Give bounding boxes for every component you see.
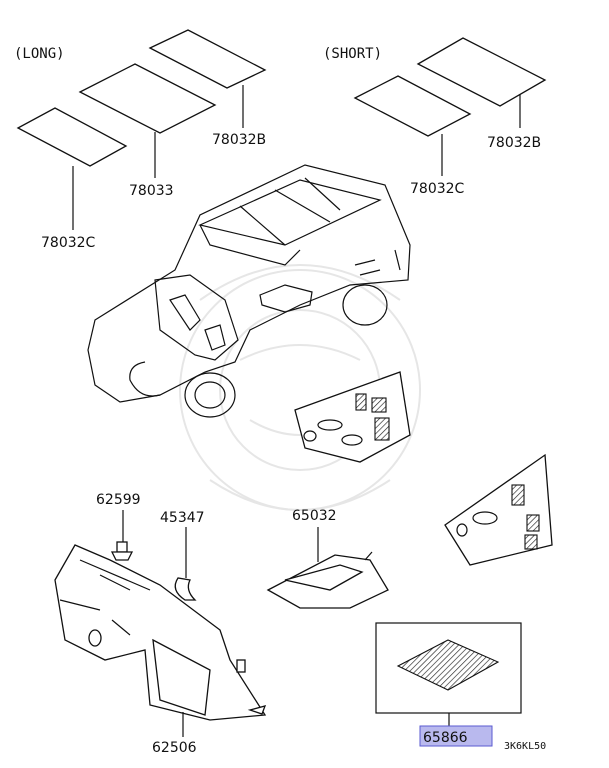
- part-label-65866[interactable]: 65866: [423, 730, 468, 746]
- part-label-78032b-long[interactable]: 78032B: [212, 132, 266, 148]
- side-insulator-lower[interactable]: [444, 453, 553, 566]
- group-label-short: (SHORT): [323, 46, 382, 62]
- part-label-78033-long[interactable]: 78033: [129, 183, 174, 199]
- pad-65866-box[interactable]: [375, 622, 522, 714]
- part-label-62506[interactable]: 62506: [152, 740, 197, 756]
- side-insulator-upper[interactable]: [294, 371, 411, 463]
- part-label-62599[interactable]: 62599: [96, 492, 141, 508]
- tray-insulator-65032[interactable]: [266, 551, 389, 609]
- part-label-45347[interactable]: 45347: [160, 510, 205, 526]
- bracket-45347[interactable]: [174, 577, 197, 601]
- roof-panel-78033-long[interactable]: [78, 63, 217, 134]
- vehicle-illustration: [87, 164, 411, 418]
- clip-62599[interactable]: [110, 541, 134, 561]
- roof-panel-78032b-long[interactable]: [148, 29, 267, 89]
- part-label-78032b-short[interactable]: 78032B: [487, 135, 541, 151]
- part-label-78032c-short[interactable]: 78032C: [410, 181, 465, 197]
- roof-panel-78032c-short[interactable]: [353, 75, 472, 137]
- part-label-78032c-long[interactable]: 78032C: [41, 235, 96, 251]
- roof-panel-78032c-long[interactable]: [16, 107, 128, 167]
- roof-panel-78032b-short[interactable]: [416, 37, 547, 107]
- highlight-65866: [419, 725, 493, 747]
- part-label-65032[interactable]: 65032: [292, 508, 337, 524]
- dash-insulator-62506[interactable]: [54, 544, 267, 721]
- group-label-long: (LONG): [14, 46, 65, 62]
- diagram-code: 3K6KL50: [504, 741, 546, 752]
